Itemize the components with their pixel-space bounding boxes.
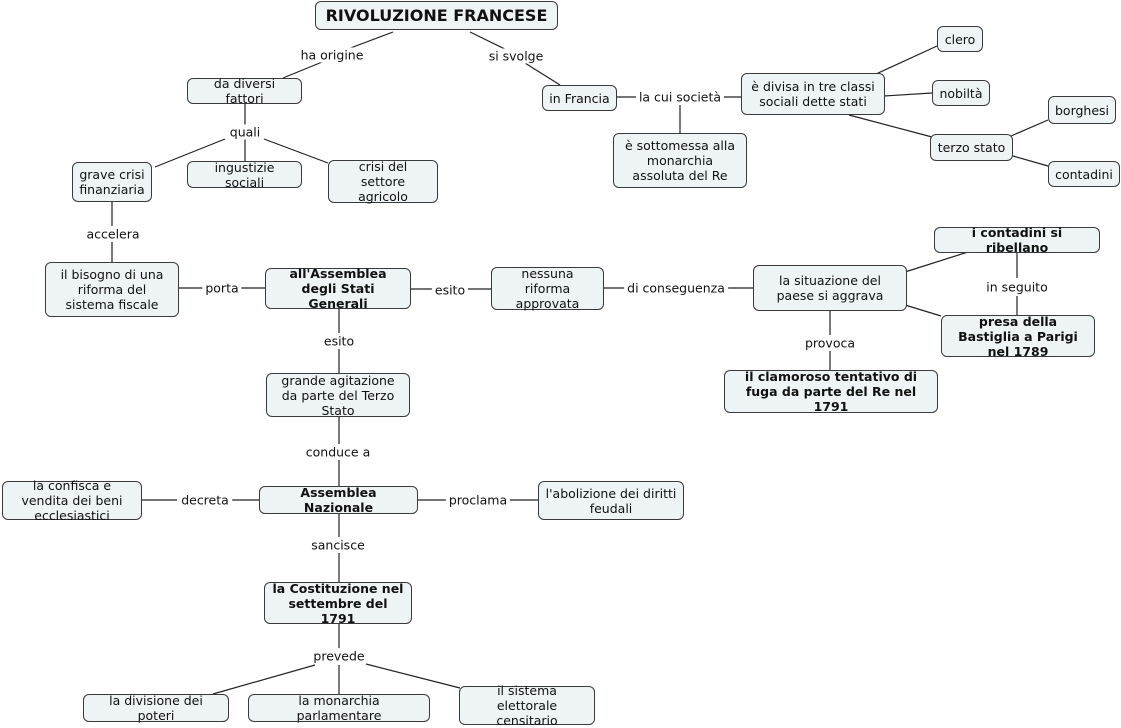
concept-divisione-poteri[interactable]: la divisione dei poteri bbox=[83, 693, 229, 723]
connector-line bbox=[365, 663, 461, 689]
link-label-prevede: prevede bbox=[310, 648, 368, 664]
concept-crisi-finanziaria[interactable]: grave crisi finanziaria bbox=[72, 162, 152, 202]
concept-crisi-agricolo[interactable]: crisi del settore agricolo bbox=[328, 159, 438, 204]
connector-line bbox=[1012, 155, 1049, 167]
concept-assemblea-nazionale[interactable]: Assemblea Nazionale bbox=[259, 485, 418, 515]
concept-title[interactable]: RIVOLUZIONE FRANCESE bbox=[315, 1, 558, 30]
concept-fattori[interactable]: da diversi fattori bbox=[187, 76, 302, 106]
link-label-accelera: accelera bbox=[83, 226, 143, 242]
concept-clero[interactable]: clero bbox=[937, 26, 983, 52]
concept-bisogno-riforma[interactable]: il bisogno di una riforma del sistema fi… bbox=[45, 262, 179, 317]
concept-francia[interactable]: in Francia bbox=[542, 85, 617, 111]
link-label-esito: esito bbox=[431, 282, 469, 298]
concept-ingiustizie[interactable]: ingustizie sociali bbox=[187, 160, 302, 190]
link-label-quali: quali bbox=[226, 124, 264, 140]
connector-line bbox=[154, 138, 226, 168]
link-label-provoca: provoca bbox=[801, 335, 859, 351]
link-label-esito-down: esito bbox=[320, 333, 358, 349]
concept-terzo-stato[interactable]: terzo stato bbox=[930, 134, 1013, 161]
concept-nobilta[interactable]: nobiltà bbox=[932, 80, 990, 106]
concept-fuga-re[interactable]: il clamoroso tentativo di fuga da parte … bbox=[724, 369, 938, 414]
concept-stati-generali[interactable]: all'Assemblea degli Stati Generali bbox=[265, 266, 411, 311]
connector-line bbox=[263, 138, 329, 164]
concept-agitazione[interactable]: grande agitazione da parte del Terzo Sta… bbox=[266, 373, 410, 418]
link-label-in-seguito: in seguito bbox=[983, 279, 1051, 295]
concept-situazione-aggrava[interactable]: la situazione del paese si aggrava bbox=[753, 265, 907, 311]
concept-borghesi[interactable]: borghesi bbox=[1048, 96, 1116, 124]
link-label-di-conseguenza: di conseguenza bbox=[624, 280, 728, 296]
connector-line bbox=[883, 92, 933, 97]
connector-line bbox=[848, 114, 933, 138]
concept-contadini-ribellano[interactable]: i contadini si ribellano bbox=[934, 225, 1100, 255]
concept-nessuna-riforma[interactable]: nessuna riforma approvata bbox=[491, 266, 604, 311]
link-label-la-cui-societa: la cui società bbox=[635, 89, 725, 105]
concept-monarchia-assoluta[interactable]: è sottomessa alla monarchia assoluta del… bbox=[613, 133, 747, 188]
link-label-si-svolge: si svolge bbox=[485, 48, 547, 64]
concept-contadini[interactable]: contadini bbox=[1048, 161, 1120, 187]
connector-line bbox=[875, 45, 938, 75]
connector-line bbox=[904, 251, 969, 273]
link-label-proclama: proclama bbox=[445, 492, 511, 508]
concept-bastiglia[interactable]: presa della Bastiglia a Parigi nel 1789 bbox=[941, 314, 1095, 359]
link-label-porta: porta bbox=[202, 280, 242, 296]
link-label-sancisce: sancisce bbox=[308, 537, 368, 553]
connector-line bbox=[1010, 119, 1049, 137]
concept-confisca[interactable]: la confisca e vendita dei beni ecclesias… bbox=[2, 478, 142, 523]
connector-line bbox=[904, 304, 942, 317]
link-label-conduce-a: conduce a bbox=[302, 444, 374, 460]
link-label-decreta: decreta bbox=[178, 492, 232, 508]
concept-sistema-elettorale[interactable]: il sistema elettorale censitario bbox=[459, 683, 595, 728]
concept-abolizione[interactable]: l'abolizione dei diritti feudali bbox=[538, 481, 684, 520]
concept-tre-classi[interactable]: è divisa in tre classi sociali dette sta… bbox=[741, 73, 885, 115]
concept-monarchia-parlamentare[interactable]: la monarchia parlamentare bbox=[248, 693, 430, 723]
connector-line bbox=[212, 664, 316, 695]
concept-costituzione[interactable]: la Costituzione nel settembre del 1791 bbox=[264, 581, 412, 626]
link-label-ha-origine: ha origine bbox=[297, 47, 367, 63]
